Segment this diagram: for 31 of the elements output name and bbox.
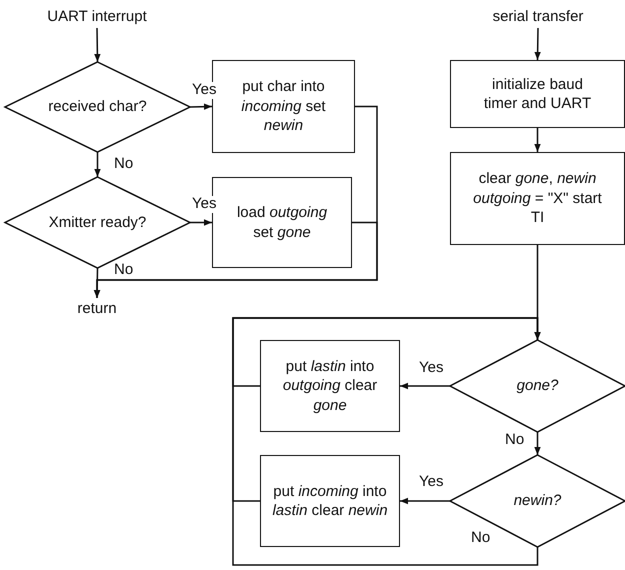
arrow — [400, 382, 450, 390]
arrow — [94, 222, 378, 298]
process-text: put char into incoming set newin — [240, 77, 327, 136]
arrow — [94, 268, 100, 298]
arrow — [94, 152, 101, 177]
edge-label: Yes — [191, 196, 218, 212]
process-text: initialize baud timer and UART — [482, 74, 592, 114]
process-box — [260, 340, 400, 432]
process-text: put lastin into outgoing clear gone — [282, 356, 378, 416]
flow-label: serial transfer — [492, 7, 584, 27]
arrow — [534, 432, 541, 455]
decision-text: gone? — [516, 376, 558, 396]
process-text: put incoming into lastin clear newin — [271, 482, 389, 520]
process-text: load outgoing set gone — [236, 203, 328, 242]
arrow — [232, 317, 541, 566]
edge-label: Yes — [191, 82, 218, 98]
process-box — [260, 455, 400, 547]
flow-label: UART interrupt — [47, 7, 147, 27]
process-text: clear gone, newin outgoing = "X" start TI — [472, 169, 603, 228]
arrow — [94, 28, 101, 62]
arrow — [534, 28, 541, 60]
flow-label: return — [77, 299, 117, 319]
arrow — [534, 128, 541, 152]
decision-text: received char? — [48, 97, 147, 117]
arrow — [400, 498, 450, 504]
arrow — [190, 103, 212, 110]
decision-text: Xmitter ready? — [48, 212, 146, 232]
decision-text: newin? — [514, 491, 562, 511]
arrow — [190, 219, 212, 226]
process-box — [450, 60, 625, 128]
process-box — [450, 152, 625, 245]
